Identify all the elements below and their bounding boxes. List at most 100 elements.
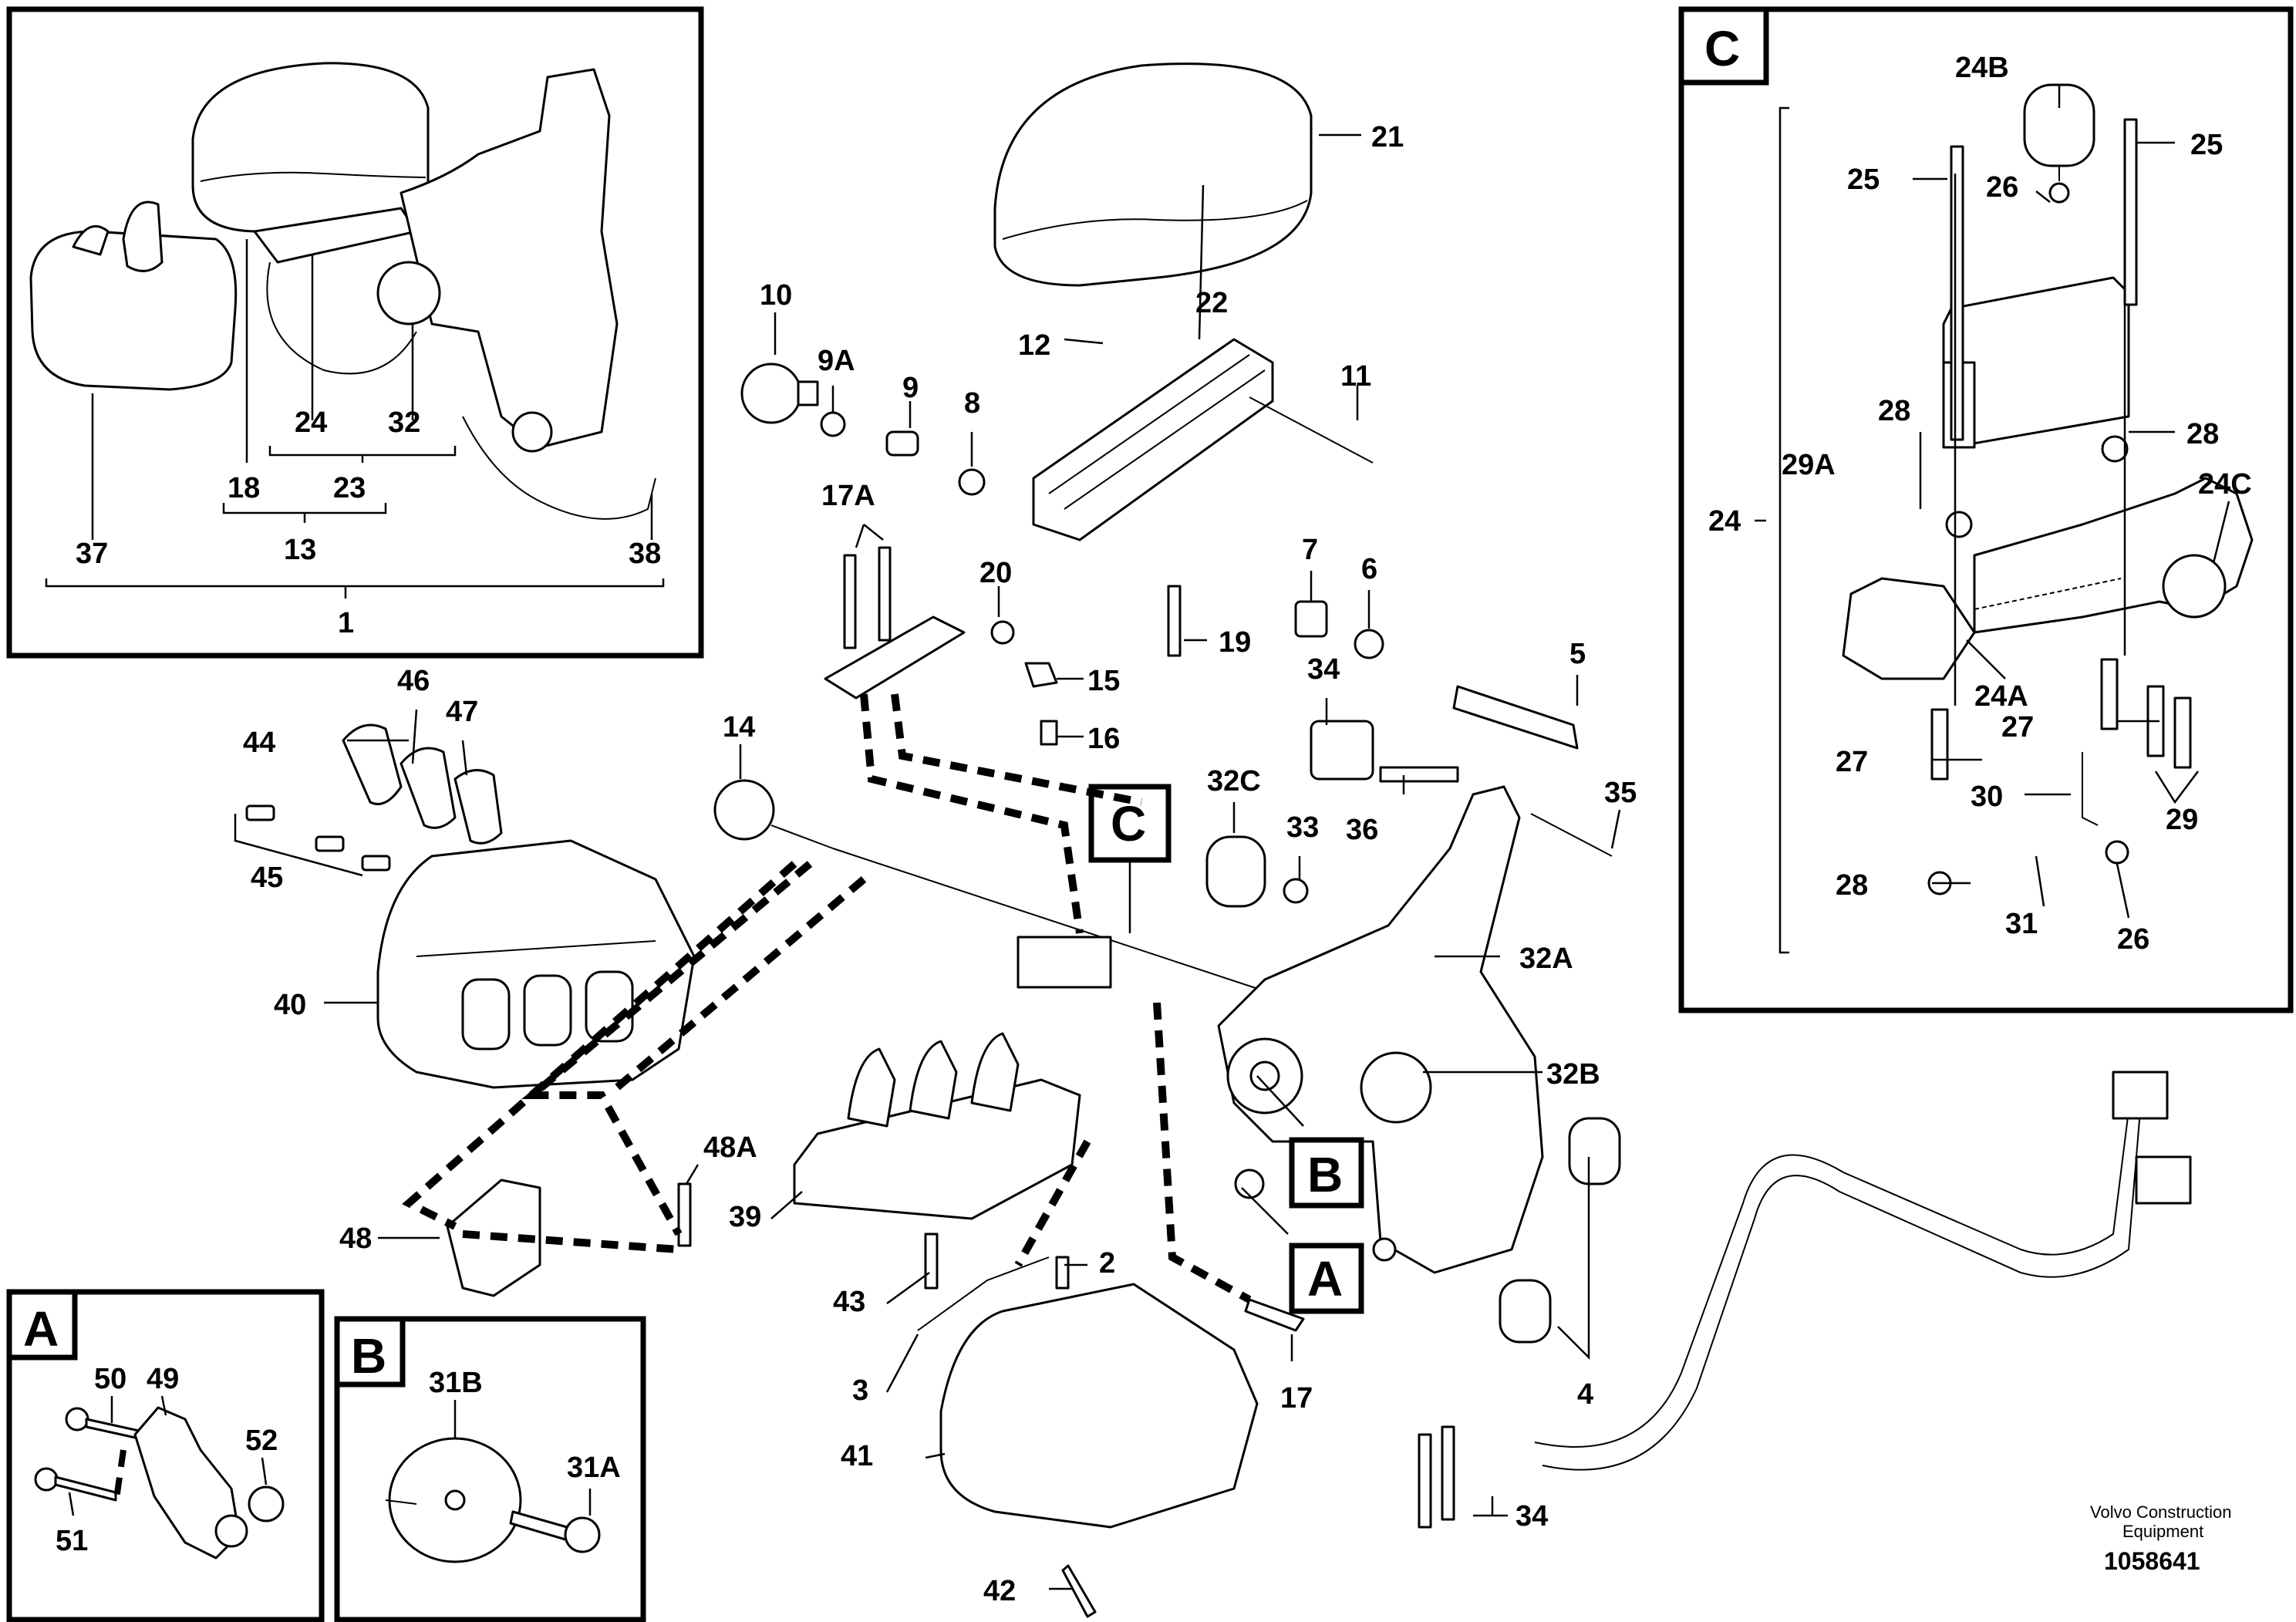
inset-a-letter: A bbox=[23, 1301, 59, 1357]
part-label-1: 1 bbox=[338, 607, 354, 639]
part-label-43: 43 bbox=[833, 1286, 865, 1318]
credit-line-1: Volvo Construction bbox=[2090, 1502, 2231, 1522]
part-label-31: 31 bbox=[2005, 908, 2038, 940]
part-label-22: 22 bbox=[1195, 287, 1228, 319]
part-label-42: 42 bbox=[983, 1575, 1016, 1607]
part-label-41: 41 bbox=[841, 1440, 873, 1472]
inset-a-leaders bbox=[68, 1395, 268, 1516]
part-label-24-overview: 24 bbox=[295, 406, 327, 439]
inset-c-letter: C bbox=[1704, 21, 1740, 76]
part-label-16: 16 bbox=[1087, 723, 1120, 755]
part-label-28-left: 28 bbox=[1878, 395, 1910, 427]
part-label-26-top: 26 bbox=[1986, 171, 2018, 204]
part-label-31B: 31B bbox=[429, 1367, 483, 1399]
overview-inset-frame bbox=[6, 6, 704, 659]
part-label-15: 15 bbox=[1087, 665, 1120, 697]
part-label-35: 35 bbox=[1604, 777, 1637, 809]
part-label-20: 20 bbox=[979, 557, 1012, 589]
part-label-52: 52 bbox=[245, 1425, 278, 1457]
part-label-49: 49 bbox=[147, 1363, 179, 1395]
part-label-27-right: 27 bbox=[2001, 711, 2034, 744]
part-label-11: 11 bbox=[1340, 360, 1371, 393]
inset-c-leaders bbox=[1755, 85, 2230, 954]
part-label-34-bottom: 34 bbox=[1515, 1500, 1548, 1533]
part-label-10: 10 bbox=[760, 279, 792, 312]
inset-a-label-box bbox=[6, 1289, 78, 1361]
part-label-47: 47 bbox=[446, 696, 478, 728]
part-label-24B: 24B bbox=[1955, 52, 2009, 84]
part-label-32A: 32A bbox=[1519, 943, 1573, 975]
part-label-32C: 32C bbox=[1207, 765, 1261, 798]
callout-box-a-frame bbox=[1289, 1243, 1364, 1314]
inset-b-drawing bbox=[385, 1437, 601, 1563]
callout-b-letter: B bbox=[1307, 1147, 1343, 1202]
inset-b-label-box bbox=[334, 1316, 406, 1388]
main-dashed-routes bbox=[402, 693, 1252, 1303]
part-label-36: 36 bbox=[1346, 814, 1378, 846]
part-label-51: 51 bbox=[56, 1525, 88, 1557]
part-label-19: 19 bbox=[1219, 626, 1251, 659]
part-label-45: 45 bbox=[251, 862, 283, 894]
callout-box-b-frame bbox=[1289, 1137, 1364, 1209]
part-label-18: 18 bbox=[228, 472, 260, 504]
part-label-31A: 31A bbox=[567, 1452, 621, 1484]
part-label-25-left: 25 bbox=[1847, 164, 1880, 196]
part-label-21: 21 bbox=[1371, 121, 1404, 153]
inset-a-frame bbox=[6, 1289, 325, 1622]
part-label-4: 4 bbox=[1577, 1378, 1593, 1411]
part-label-48: 48 bbox=[339, 1222, 372, 1255]
inset-b-leaders bbox=[453, 1400, 592, 1516]
part-label-17A: 17A bbox=[821, 480, 875, 512]
inset-c-frame bbox=[1678, 6, 2294, 1013]
part-label-2: 2 bbox=[1099, 1247, 1115, 1280]
part-label-29: 29 bbox=[2166, 804, 2198, 836]
overview-inset-drawing bbox=[29, 62, 656, 520]
part-label-29A: 29A bbox=[1782, 449, 1836, 481]
part-label-25-right: 25 bbox=[2190, 129, 2223, 161]
main-exploded-view bbox=[245, 62, 2192, 1618]
part-label-3: 3 bbox=[852, 1374, 868, 1407]
callout-c-letter: C bbox=[1111, 796, 1146, 851]
part-label-38: 38 bbox=[629, 538, 661, 570]
part-label-46: 46 bbox=[397, 665, 430, 697]
part-label-7: 7 bbox=[1302, 534, 1318, 566]
part-label-37: 37 bbox=[76, 538, 108, 570]
credit-line-2: Equipment bbox=[2122, 1522, 2203, 1541]
part-label-28-right: 28 bbox=[2186, 418, 2219, 450]
inset-b-frame bbox=[334, 1316, 646, 1622]
part-label-33: 33 bbox=[1286, 811, 1319, 844]
part-label-44: 44 bbox=[243, 727, 275, 759]
part-label-40: 40 bbox=[274, 989, 306, 1021]
part-label-5: 5 bbox=[1569, 638, 1586, 670]
part-label-24-inset-c: 24 bbox=[1708, 505, 1741, 538]
callout-a-letter: A bbox=[1307, 1251, 1343, 1307]
part-label-32B: 32B bbox=[1546, 1058, 1600, 1091]
inset-a-drawing bbox=[34, 1406, 285, 1560]
overview-leaders bbox=[45, 239, 665, 599]
part-label-17: 17 bbox=[1280, 1382, 1313, 1415]
part-label-24A: 24A bbox=[1974, 680, 2028, 713]
inset-b-letter: B bbox=[351, 1328, 386, 1384]
part-label-8: 8 bbox=[964, 387, 980, 420]
callout-box-c-group bbox=[1088, 784, 1172, 933]
part-label-26-bottom: 26 bbox=[2117, 923, 2149, 956]
part-label-13: 13 bbox=[284, 534, 316, 566]
part-label-12: 12 bbox=[1018, 329, 1050, 362]
part-label-23: 23 bbox=[333, 472, 366, 504]
part-label-48A: 48A bbox=[703, 1131, 757, 1164]
part-label-27-left: 27 bbox=[1836, 746, 1868, 778]
part-label-30: 30 bbox=[1971, 781, 2003, 813]
part-label-39: 39 bbox=[729, 1201, 761, 1233]
part-label-34-top: 34 bbox=[1307, 653, 1340, 686]
part-label-50: 50 bbox=[94, 1363, 126, 1395]
part-label-14: 14 bbox=[723, 711, 755, 744]
part-label-9A: 9A bbox=[818, 345, 855, 377]
part-label-9: 9 bbox=[902, 372, 919, 404]
main-leaders bbox=[234, 133, 1621, 1590]
inset-c-drawing bbox=[1842, 83, 2254, 895]
part-label-28-bottom: 28 bbox=[1836, 869, 1868, 902]
part-label-6: 6 bbox=[1361, 553, 1377, 585]
part-label-24C: 24C bbox=[2198, 468, 2252, 501]
credit-number: 1058641 bbox=[2104, 1547, 2200, 1575]
